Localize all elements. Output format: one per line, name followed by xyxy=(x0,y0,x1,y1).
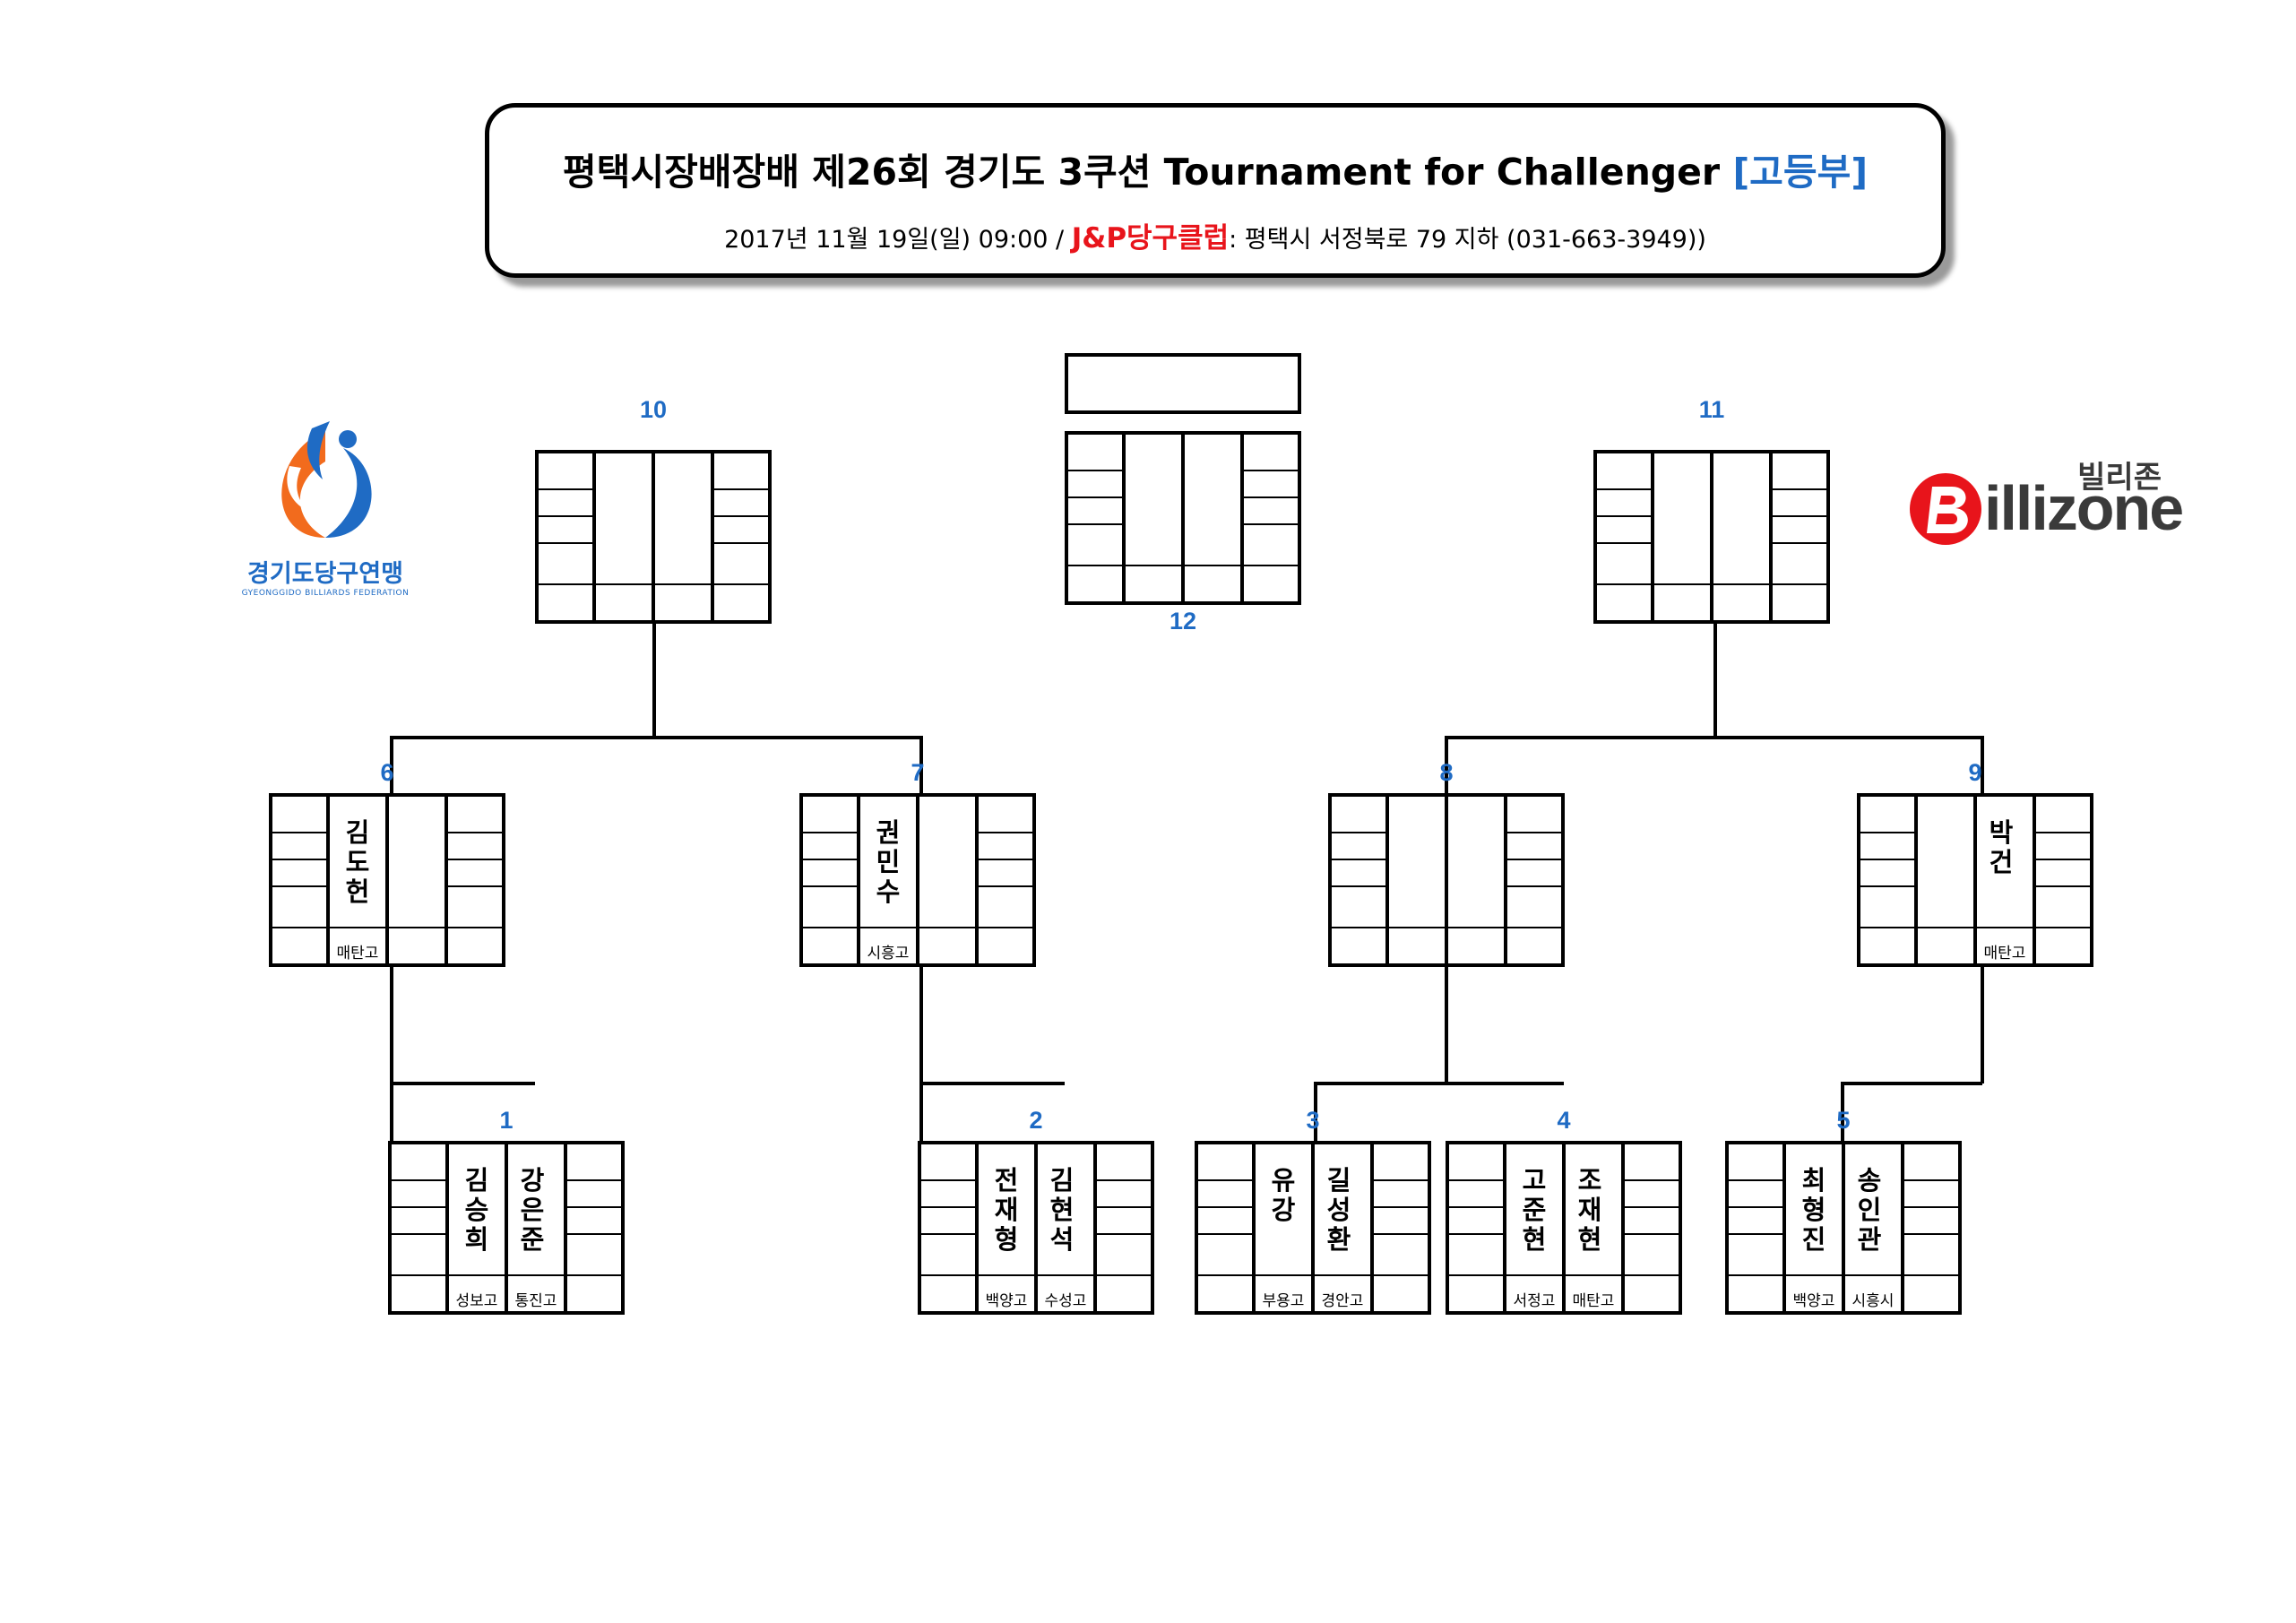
player-school: 성보고 xyxy=(455,1292,498,1310)
match-box xyxy=(1593,450,1830,624)
event-info: 2017년 11월 19일(일) 09:00 / J&P당구클럽: 평택시 서정… xyxy=(489,215,1941,255)
player-name: 박 건 xyxy=(1989,817,2014,877)
match-number: 8 xyxy=(1439,759,1454,786)
match-grid xyxy=(388,1141,625,1315)
title-division: [고등부] xyxy=(1732,151,1869,194)
match-box xyxy=(1328,793,1565,967)
match-number: 10 xyxy=(639,396,668,423)
match-grid xyxy=(269,793,505,967)
player-school: 경안고 xyxy=(1321,1292,1364,1310)
event-date: 2017년 11월 19일(일) 09:00 / xyxy=(724,226,1065,254)
event-address: : 평택시 서정북로 79 지하 (031-663-3949)) xyxy=(1229,226,1706,254)
federation-emblem-icon xyxy=(281,421,372,538)
billizone-b-icon xyxy=(1910,473,1981,545)
player-name: 김 승 희 xyxy=(464,1165,489,1255)
match-grid xyxy=(1065,431,1301,605)
player-name: 고 준 현 xyxy=(1522,1165,1547,1255)
match-number: 4 xyxy=(1557,1107,1571,1134)
player-name: 김 현 석 xyxy=(1049,1165,1075,1255)
billizone-english-name: illizone xyxy=(1984,473,2184,543)
title-main: 평택시장배장배 제26회 경기도 3쿠션 Tournament for Chal… xyxy=(562,151,1721,194)
match-grid xyxy=(1593,450,1830,624)
match-grid xyxy=(1725,1141,1962,1315)
match-number: 6 xyxy=(380,759,394,786)
match-grid xyxy=(799,793,1036,967)
final-winner-box xyxy=(1065,353,1301,414)
player-name: 송 인 관 xyxy=(1857,1165,1882,1255)
player-school: 시흥고 xyxy=(867,945,910,963)
player-school: 백양고 xyxy=(985,1292,1028,1310)
match-box xyxy=(1065,431,1301,605)
match-number: 5 xyxy=(1836,1107,1851,1134)
match-grid xyxy=(1328,793,1565,967)
federation-name: 경기도당구연맹 xyxy=(247,560,403,588)
match-number: 12 xyxy=(1169,608,1197,635)
player-school: 매탄고 xyxy=(1572,1292,1615,1310)
match-number: 1 xyxy=(499,1107,514,1134)
billizone-logo: 빌리존 illizone xyxy=(1905,453,2184,551)
player-school: 백양고 xyxy=(1792,1292,1835,1310)
player-name: 강 은 준 xyxy=(520,1165,545,1255)
match-number: 7 xyxy=(911,759,925,786)
page-title: 평택시장배장배 제26회 경기도 3쿠션 Tournament for Chal… xyxy=(489,142,1941,195)
match-grid xyxy=(1446,1141,1682,1315)
player-school: 부용고 xyxy=(1262,1292,1305,1310)
player-school: 서정고 xyxy=(1513,1292,1556,1310)
match-number: 2 xyxy=(1029,1107,1043,1134)
player-name: 김 도 헌 xyxy=(345,817,370,907)
player-school: 시흥시 xyxy=(1851,1292,1895,1310)
match-grid xyxy=(1195,1141,1431,1315)
player-school: 통진고 xyxy=(514,1292,557,1310)
player-name: 최 형 진 xyxy=(1801,1165,1826,1255)
match-box xyxy=(535,450,772,624)
match-number: 9 xyxy=(1968,759,1982,786)
event-venue: J&P당구클럽 xyxy=(1071,222,1230,255)
player-school: 매탄고 xyxy=(336,945,379,963)
player-name: 길 성 환 xyxy=(1326,1165,1351,1255)
match-grid xyxy=(1857,793,2093,967)
billizone-korean-name: 빌리존 xyxy=(2077,460,2162,496)
player-school: 수성고 xyxy=(1044,1292,1087,1310)
player-school: 매탄고 xyxy=(1983,945,2026,963)
match-number: 11 xyxy=(1698,396,1725,423)
match-number: 3 xyxy=(1306,1107,1320,1134)
federation-name-en: GYEONGGIDO BILLIARDS FEDERATION xyxy=(241,589,410,598)
player-name: 전 재 형 xyxy=(994,1165,1019,1255)
federation-logo: 경기도당구연맹 GYEONGGIDO BILLIARDS FEDERATION xyxy=(240,412,410,598)
player-name: 권 민 수 xyxy=(876,817,901,907)
match-grid xyxy=(535,450,772,624)
title-banner: 평택시장배장배 제26회 경기도 3쿠션 Tournament for Chal… xyxy=(485,103,1946,278)
match-grid xyxy=(918,1141,1154,1315)
player-name: 조 재 현 xyxy=(1577,1165,1602,1255)
player-name: 유 강 xyxy=(1271,1165,1296,1225)
